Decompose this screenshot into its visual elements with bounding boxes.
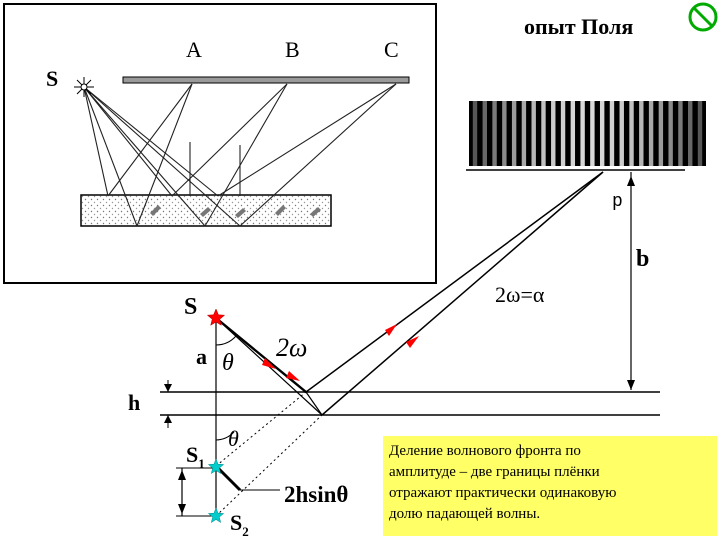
- fringe-stripe: [472, 101, 478, 166]
- angle-arc-bottom: [215, 431, 235, 441]
- caption-line: амплитуде – две границы плёнки: [389, 464, 600, 480]
- fringe-stripe: [668, 101, 673, 166]
- label-relation: 2ω=α: [495, 282, 545, 307]
- caption-line: отражают практически одинаковую: [389, 485, 617, 501]
- fringe-stripe: [502, 101, 507, 166]
- fringe-stripe: [511, 101, 517, 166]
- fringe-stripe: [658, 101, 664, 166]
- label-thickness-h: h: [128, 390, 140, 415]
- fringe-lines: [472, 101, 703, 166]
- fringe-stripe: [551, 101, 556, 166]
- fringe-stripe: [521, 101, 527, 166]
- label-distance-b: b: [636, 246, 649, 272]
- inset-source-label: S: [46, 66, 58, 91]
- inset-point-c: C: [384, 37, 399, 62]
- reflected-ray-bottom: [321, 171, 604, 416]
- caption-line: долю падающей волны.: [389, 506, 541, 522]
- fringe-stripe: [482, 101, 487, 166]
- inset-source-dot: [80, 83, 88, 91]
- fringe-background: [469, 101, 706, 166]
- dimension-arrowheads: [164, 176, 635, 514]
- label-image-s2: S2: [230, 510, 249, 539]
- fringe-stripe: [541, 101, 546, 166]
- label-distance-a: a: [196, 344, 207, 369]
- fringe-pattern: [469, 101, 706, 166]
- image-star-s2: [207, 507, 225, 524]
- inset-screen-plate: [122, 76, 410, 84]
- fringe-stripe: [580, 101, 585, 166]
- fringe-stripe: [570, 101, 576, 166]
- caption-line: Деление волнового фронта по: [389, 443, 581, 459]
- fringe-stripe: [629, 101, 634, 166]
- page-title: опыт Поля: [524, 14, 634, 39]
- fringe-stripe: [531, 101, 536, 166]
- fringe-stripe: [648, 101, 654, 166]
- ray-direction-arrows: [262, 324, 419, 381]
- incident-ray: [215, 317, 307, 393]
- caption-box: Деление волнового фронта по амплитуде – …: [383, 436, 717, 536]
- fringe-stripe: [492, 101, 497, 166]
- inset-rays: [83, 83, 397, 227]
- label-point-p: p: [612, 192, 623, 212]
- label-2omega: 2ω: [276, 333, 307, 362]
- fringe-stripe: [590, 101, 595, 166]
- label-theta-top: θ: [222, 350, 234, 376]
- label-path-difference: 2hsinθ: [284, 482, 348, 507]
- source-star: [206, 308, 226, 326]
- no-entry-icon[interactable]: [688, 2, 718, 32]
- fringe-stripe: [599, 101, 605, 166]
- fringe-stripe: [609, 101, 615, 166]
- label-image-s1: S1: [186, 442, 205, 471]
- fringe-stripe: [619, 101, 624, 166]
- image-star-s1: [207, 458, 225, 475]
- reflected-ray-top: [305, 171, 604, 393]
- inset-point-b: B: [285, 37, 300, 62]
- inset-film-plate: [80, 194, 332, 227]
- angle-arc-top: [215, 335, 237, 346]
- inset-panel: S A B C: [3, 3, 437, 284]
- fringe-stripe: [697, 101, 703, 166]
- fringe-stripe: [688, 101, 693, 166]
- inset-point-a: A: [186, 37, 202, 62]
- label-theta-bottom: θ: [228, 426, 239, 451]
- label-source-s: S: [184, 294, 197, 320]
- fringe-stripe: [560, 101, 566, 166]
- main-geometry: [160, 169, 685, 520]
- fringe-stripe: [639, 101, 644, 166]
- inset-frame: [3, 3, 437, 284]
- refraction-segment: [305, 391, 323, 416]
- fringe-stripe: [678, 101, 683, 166]
- inset-plate-marks: [150, 205, 321, 218]
